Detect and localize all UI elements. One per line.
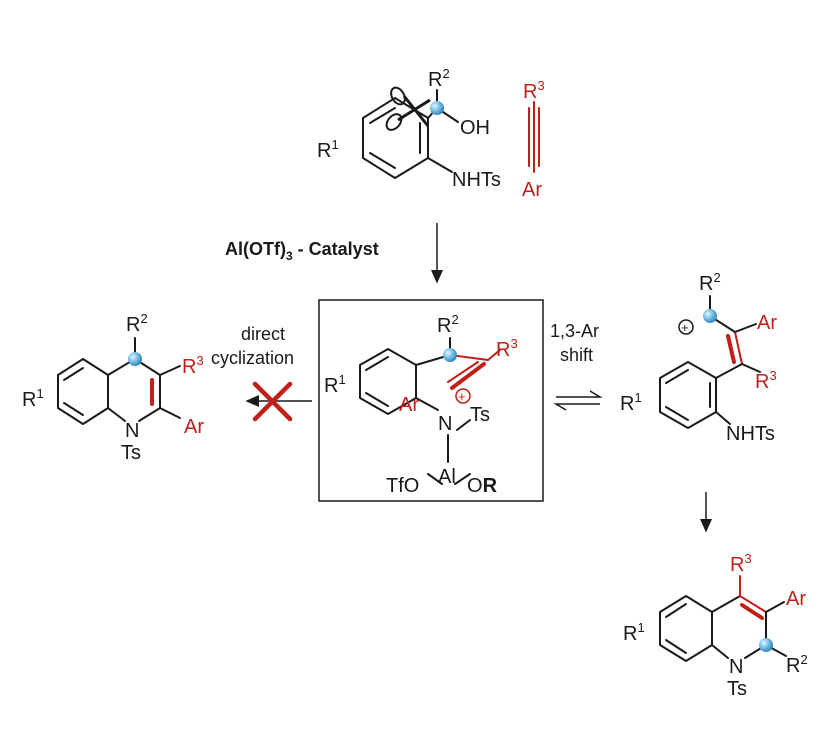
left-path-line2: cyclization (211, 348, 294, 368)
left-n-label: N (125, 420, 139, 442)
right-r3-label: R3 (755, 368, 777, 393)
carbocation-sphere (759, 638, 773, 652)
right-intermediate: + R2 Ar R3 R1 NHTs (620, 270, 777, 445)
intermediate-box (318, 299, 544, 502)
positive-charge-icon (678, 319, 694, 335)
carbocation-sphere (703, 309, 717, 323)
r1-label: R1 (317, 137, 339, 162)
final-ar-label: Ar (786, 588, 806, 610)
equilibrium-arrows (553, 390, 603, 411)
right-r2-label: R2 (699, 270, 721, 295)
final-n-label: N (729, 656, 743, 678)
box-ar-label: Ar (399, 394, 419, 416)
left-r3-label: R3 (182, 353, 204, 378)
right-nhts-label: NHTs (726, 423, 775, 445)
box-tfo-label: TfO (386, 475, 419, 497)
oh-label: OH (460, 117, 490, 139)
intermediate-complex: R2 R3 R1 Ar + N Ts Al TfO OR (324, 312, 518, 497)
alkyne-ar-label: Ar (522, 179, 542, 201)
final-r2-label: R2 (786, 652, 808, 677)
left-product: R2 R3 R1 Ar N Ts (22, 311, 204, 464)
box-r1-label: R1 (324, 372, 346, 397)
box-ts-label: Ts (470, 404, 490, 426)
alkyne-r3-label: R3 (523, 78, 545, 103)
carbocation-sphere (443, 348, 457, 362)
positive-charge-icon (455, 388, 471, 404)
box-plus-label: + (458, 389, 466, 404)
final-product: R3 Ar R1 R2 N Ts (623, 551, 808, 700)
catalyst-label: Al(OTf)3 - Catalyst (225, 239, 379, 263)
carbocation-sphere (128, 352, 142, 366)
scissors-icon (385, 86, 431, 131)
box-r3-label: R3 (496, 336, 518, 361)
starting-amino-alcohol: R1 R2 OH NHTs (317, 66, 501, 191)
blocked-x-icon (252, 381, 293, 422)
starting-alkyne: R3 Ar (522, 78, 545, 201)
r2-label: R2 (428, 66, 450, 91)
left-ts-label: Ts (121, 442, 141, 464)
box-al-label: Al (438, 466, 456, 488)
right-path-line2: shift (560, 345, 593, 365)
final-ts-label: Ts (727, 678, 747, 700)
box-or-label: OR (467, 475, 498, 497)
left-r2-label: R2 (126, 311, 148, 336)
final-r1-label: R1 (623, 620, 645, 645)
right-r1-label: R1 (620, 390, 642, 415)
left-path-line1: direct (241, 324, 285, 344)
right-ar-label: Ar (757, 312, 777, 334)
carbocation-sphere (430, 101, 444, 115)
final-r3-label: R3 (730, 551, 752, 576)
left-ar-label: Ar (184, 416, 204, 438)
right-path-line1: 1,3-Ar (550, 321, 599, 341)
box-r2-label: R2 (437, 312, 459, 337)
nhts-label: NHTs (452, 169, 501, 191)
left-r1-label: R1 (22, 386, 44, 411)
box-n-label: N (438, 413, 452, 435)
right-plus-label: + (681, 320, 689, 335)
